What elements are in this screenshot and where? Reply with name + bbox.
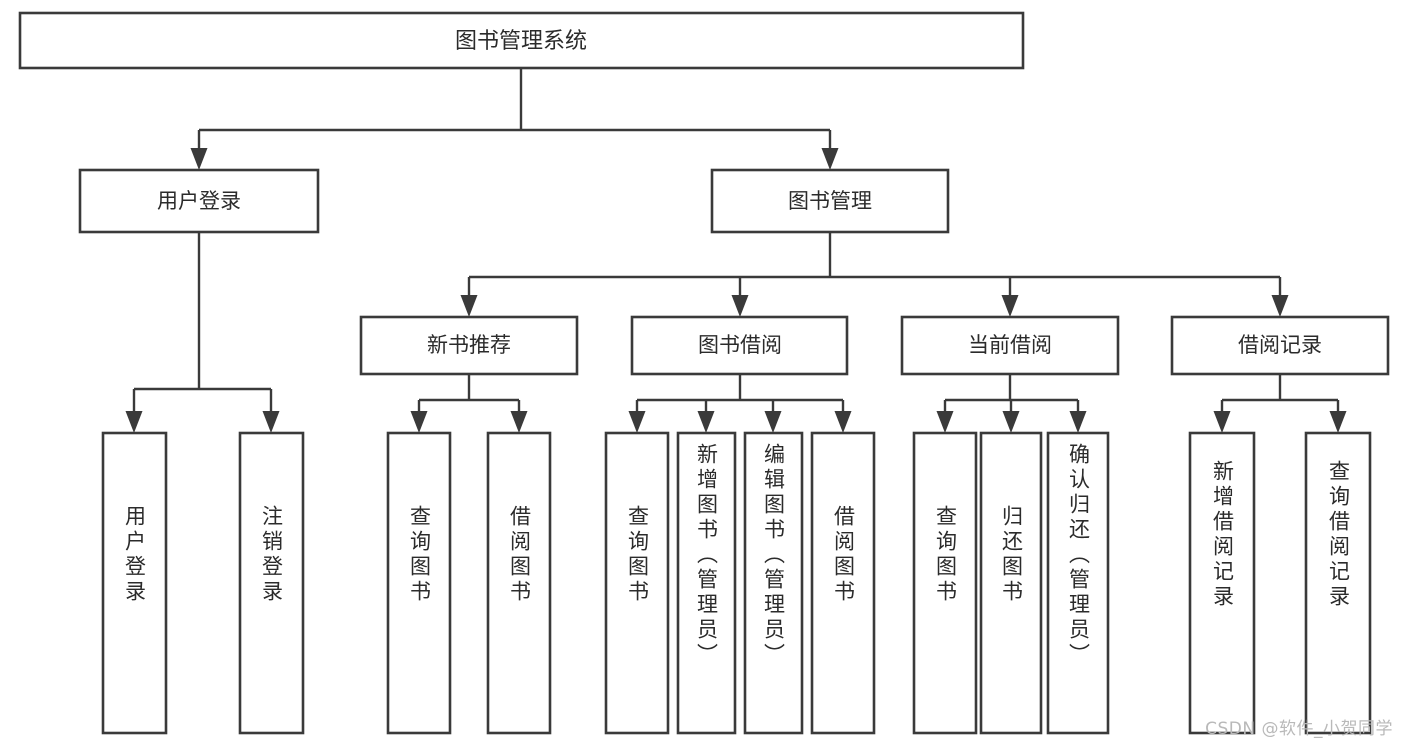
- node-book-management-label: 图书管理: [788, 189, 872, 213]
- node-user-login-label: 用户登录: [157, 189, 241, 213]
- connector-group-book-management: [460, 232, 1289, 317]
- node-book-management[interactable]: 图书管理: [710, 168, 950, 234]
- connector-group-book-borrow: [628, 374, 852, 433]
- node-borrow-records[interactable]: 借阅记录: [1170, 315, 1390, 376]
- connector-group-root: [190, 68, 839, 170]
- node-new-book-recommend-label: 新书推荐: [427, 333, 511, 357]
- node-root-label: 图书管理系统: [455, 29, 587, 54]
- connector-group-new-book: [410, 374, 528, 433]
- connector-group-user-login: [125, 232, 280, 433]
- leaf-user-login-logout[interactable]: [238, 431, 305, 735]
- connector-group-current-borrow: [936, 374, 1087, 433]
- leaf-book-borrow-add[interactable]: [676, 431, 737, 735]
- leaf-borrow-records-query[interactable]: [1304, 431, 1372, 735]
- watermark-text: CSDN @软件_小贺同学: [1205, 719, 1393, 739]
- leaf-new-book-borrow[interactable]: [486, 431, 552, 735]
- leaf-current-borrow-return[interactable]: [979, 431, 1043, 735]
- leaf-borrow-records-add[interactable]: [1188, 431, 1256, 735]
- connector-group-borrow-records: [1213, 374, 1347, 433]
- leaf-new-book-query[interactable]: [386, 431, 452, 735]
- node-current-borrow-label: 当前借阅: [968, 333, 1052, 357]
- leaf-book-borrow-borrow[interactable]: [810, 431, 876, 735]
- node-new-book-recommend[interactable]: 新书推荐: [359, 315, 579, 376]
- leaf-current-borrow-query[interactable]: [912, 431, 978, 735]
- node-book-borrow-label: 图书借阅: [698, 333, 782, 357]
- leaf-current-borrow-confirm[interactable]: [1046, 431, 1110, 735]
- node-user-login[interactable]: 用户登录: [78, 168, 320, 234]
- node-current-borrow[interactable]: 当前借阅: [900, 315, 1120, 376]
- leaf-book-borrow-query[interactable]: [604, 431, 670, 735]
- node-root[interactable]: 图书管理系统: [18, 11, 1025, 70]
- leaf-book-borrow-edit[interactable]: [743, 431, 804, 735]
- leaf-user-login-login[interactable]: [101, 431, 168, 735]
- node-borrow-records-label: 借阅记录: [1238, 333, 1322, 357]
- node-book-borrow[interactable]: 图书借阅: [630, 315, 849, 376]
